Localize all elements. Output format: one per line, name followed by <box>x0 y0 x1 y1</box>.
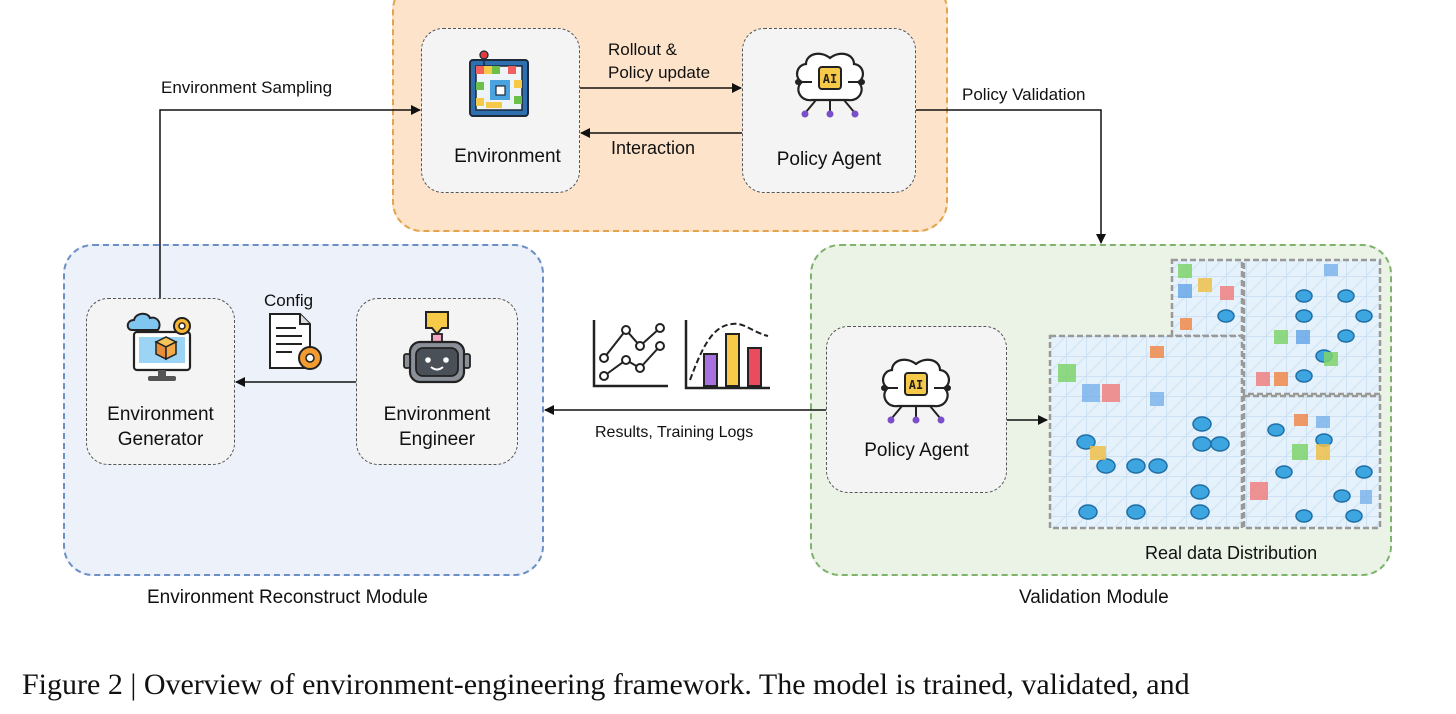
ai-brain-icon: AI <box>881 358 951 424</box>
cloud-computer-gear-icon <box>126 312 192 381</box>
environment-generator-label-line: Environment <box>107 404 214 425</box>
validation-module-label: Validation Module <box>1019 587 1169 608</box>
environment-engineer-label-line: Environment <box>383 404 491 425</box>
environment-sampling-arrow <box>159 105 421 298</box>
bar-chart-icon <box>684 320 770 390</box>
reconstruct-module-label: Environment Reconstruct Module <box>147 587 428 608</box>
real-data-distribution <box>1048 258 1382 530</box>
board-game-icon <box>469 50 529 117</box>
line-chart-icon <box>592 320 668 388</box>
environment-sampling-label: Environment Sampling <box>161 78 333 97</box>
environment-engineer-label-line: Engineer <box>398 429 476 450</box>
policy-validation-label: Policy Validation <box>962 85 1086 104</box>
policy-agent-label-top: Policy Agent <box>776 149 882 170</box>
environment-generator-label-line: Generator <box>117 429 204 450</box>
ai-brain-icon: AI <box>795 52 865 118</box>
document-gear-icon <box>269 313 322 370</box>
rollout-label-line: Policy update <box>608 63 711 82</box>
environment-generator-label: Environment Generator <box>86 402 235 452</box>
robot-icon <box>403 311 471 384</box>
map-panel-main <box>1048 334 1244 530</box>
interaction-label: Interaction <box>611 138 696 158</box>
real-data-label: Real data Distribution <box>1145 543 1318 563</box>
policy-agent-label-validation: Policy Agent <box>864 440 969 461</box>
results-label: Results, Training Logs <box>595 424 754 441</box>
policy-validation-arrow <box>916 109 1106 244</box>
svg-text:AI: AI <box>909 378 923 392</box>
config-label: Config <box>264 291 314 310</box>
environment-engineer-label: Environment Engineer <box>356 402 518 452</box>
svg-text:AI: AI <box>823 72 837 86</box>
map-panel-bottom-right <box>1242 394 1382 530</box>
rollout-label-line: Rollout & <box>608 40 677 59</box>
figure-caption: Figure 2 | Overview of environment-engin… <box>22 668 1190 701</box>
environment-label: Environment <box>454 146 561 167</box>
map-panel-top-right <box>1242 258 1382 396</box>
rollout-label: Rollout & Policy update <box>608 38 710 84</box>
